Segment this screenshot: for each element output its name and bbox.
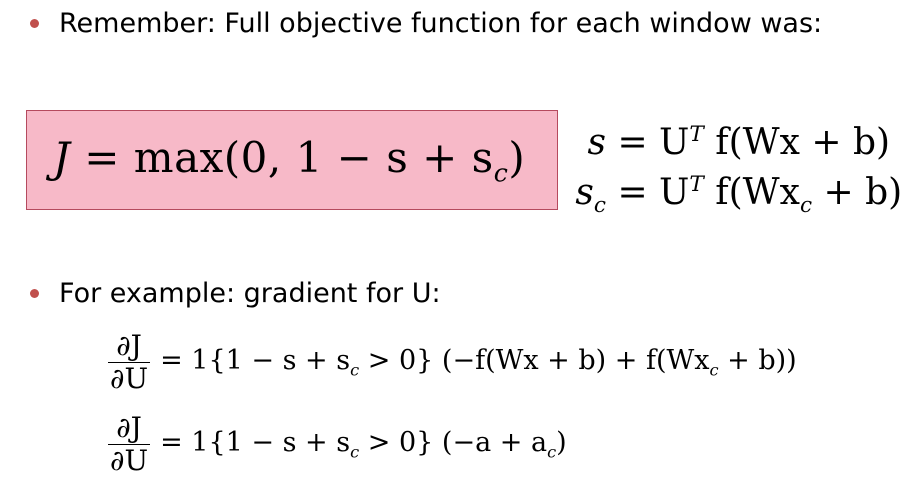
bullet-example: For example: gradient for U: xyxy=(30,278,441,309)
gradient-equation-2: ∂J ∂U = 1{1 − s + sc > 0} (−a + ac) xyxy=(108,412,567,477)
score-definitions: s = UT f(Wx + b) sc = UT f(Wxc + b) xyxy=(556,110,903,219)
gradient-equation-1: ∂J ∂U = 1{1 − s + sc > 0} (−f(Wx + b) + … xyxy=(108,330,797,395)
bullet-dot-icon xyxy=(30,289,39,298)
bullet-remember: Remember: Full objective function for ea… xyxy=(30,8,822,39)
bullet-dot-icon xyxy=(30,19,39,28)
partial-derivative-fraction: ∂J ∂U xyxy=(108,329,151,395)
partial-derivative-fraction: ∂J ∂U xyxy=(108,411,151,477)
gradient-rhs: = 1{1 − s + sc > 0} (−f(Wx + b) + f(Wxc … xyxy=(160,345,797,380)
objective-formula: J = max(0, 1 − s + sc) xyxy=(53,132,526,188)
definition-sc: sc = UT f(Wxc + b) xyxy=(575,172,903,219)
objective-box: J = max(0, 1 − s + sc) xyxy=(26,110,558,210)
bullet-text: Remember: Full objective function for ea… xyxy=(59,8,823,39)
bullet-text: For example: gradient for U: xyxy=(59,278,441,309)
gradient-rhs: = 1{1 − s + sc > 0} (−a + ac) xyxy=(160,427,567,462)
definition-s: s = UT f(Wx + b) xyxy=(587,122,891,163)
